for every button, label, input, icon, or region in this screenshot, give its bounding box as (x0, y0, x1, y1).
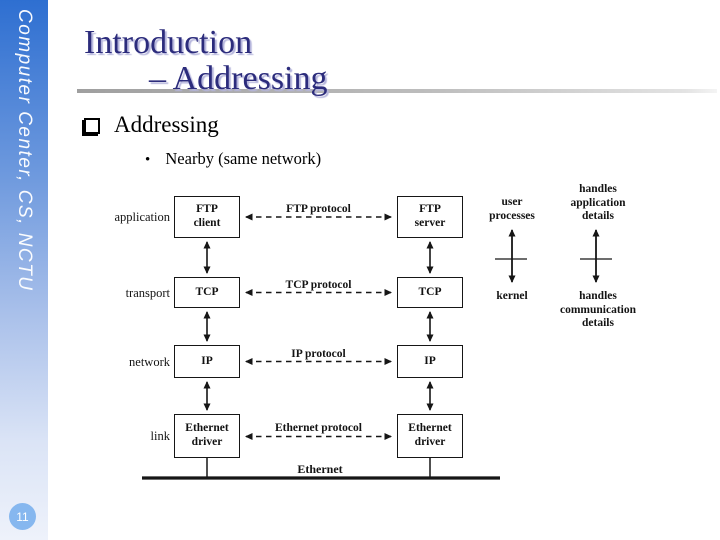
protocol-label-ftp: FTP protocol (286, 203, 351, 215)
layer-label-transport: transport (125, 286, 170, 300)
bullet-text: Addressing (114, 112, 219, 137)
ethernet-bus (142, 458, 500, 480)
box-ethernet-driver-left: Ethernet driver (174, 414, 240, 458)
protocol-label-ethernet: Ethernet protocol (275, 422, 362, 434)
annotation-kernel: kernel (496, 290, 528, 302)
sub-bullet-nearby: • Nearby (same network) (145, 149, 321, 169)
layer-label-application: application (114, 210, 170, 224)
ethernet-bus-label: Ethernet (297, 462, 343, 476)
box-ip-right: IP (397, 345, 463, 378)
box-ip-left: IP (174, 345, 240, 378)
bullet-item-addressing: Addressing (84, 112, 219, 138)
page-title-line2: – Addressing (149, 60, 328, 97)
page-title-line1: Introduction (84, 24, 253, 61)
vertical-layer-arrows (203, 241, 434, 411)
protocol-dashed-arrows (245, 213, 392, 440)
annotation-user-processes: user processes (489, 196, 535, 222)
layer-label-network: network (129, 355, 170, 369)
box-ethernet-driver-right: Ethernet driver (397, 414, 463, 458)
page-number: 11 (16, 509, 29, 524)
protocol-label-tcp: TCP protocol (285, 279, 352, 291)
box-ftp-client: FTP client (174, 196, 240, 238)
kernel-boundary-arrows (495, 229, 612, 283)
dot-bullet-icon: • (145, 152, 151, 168)
sidebar: Computer Center, CS, NCTU (0, 0, 48, 540)
annotation-handles-communication: handles communication details (559, 290, 637, 330)
box-tcp-right: TCP (397, 277, 463, 308)
square-bullet-icon (84, 118, 100, 134)
sidebar-text: Computer Center, CS, NCTU (14, 9, 35, 292)
box-ftp-server: FTP server (397, 196, 463, 238)
sub-bullet-text: Nearby (same network) (165, 149, 322, 168)
protocol-label-ip: IP protocol (291, 348, 346, 360)
title-underline (77, 89, 717, 93)
page-number-badge: 11 (9, 503, 36, 530)
annotation-handles-application: handles application details (570, 183, 626, 223)
layer-label-link: link (150, 429, 170, 443)
box-tcp-left: TCP (174, 277, 240, 308)
